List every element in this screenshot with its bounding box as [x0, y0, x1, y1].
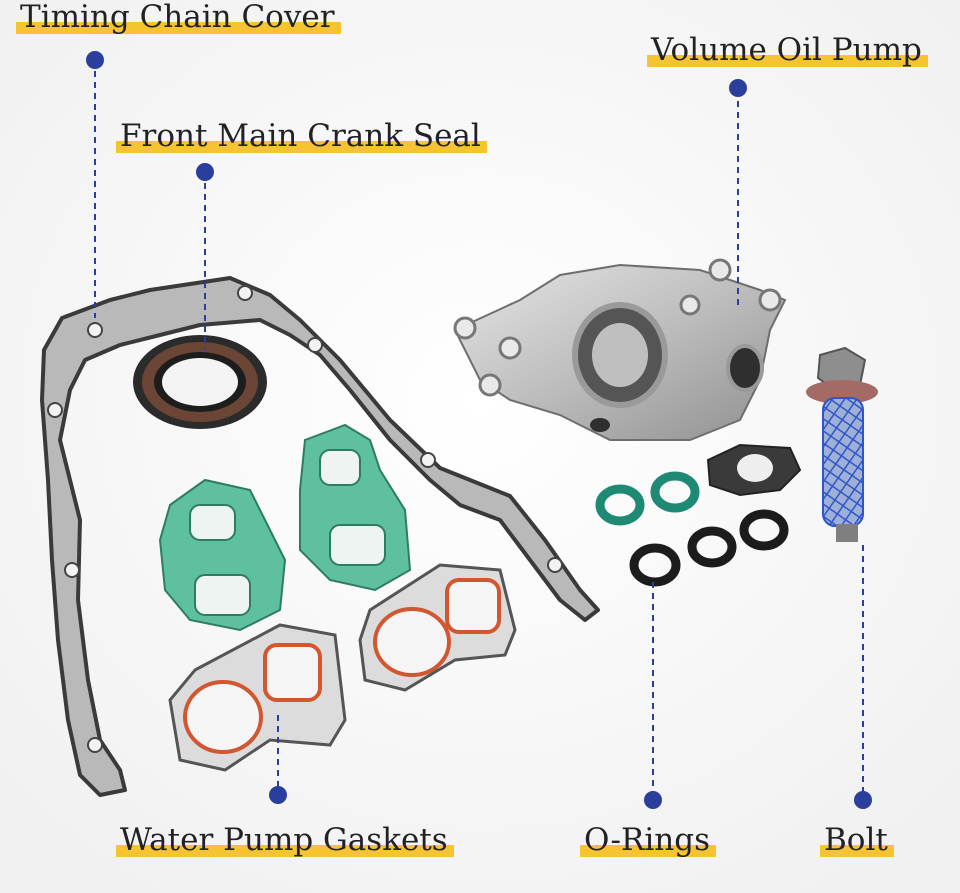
o-rings	[595, 471, 789, 587]
label-front-main-crank-seal: Front Main Crank Seal	[116, 119, 487, 153]
label-o-rings: O-Rings	[580, 823, 716, 857]
oil-pump-pickup-gasket	[706, 443, 802, 497]
label-volume-oil-pump: Volume Oil Pump	[647, 33, 928, 67]
timing-chain-cover-gasket	[40, 276, 600, 797]
label-bolt: Bolt	[820, 823, 894, 857]
front-main-crank-seal	[133, 335, 267, 429]
leader-lines	[94, 60, 864, 798]
bolt	[806, 346, 878, 542]
leader-dots	[86, 51, 872, 809]
label-timing-chain-cover: Timing Chain Cover	[16, 0, 341, 34]
label-water-pump-gaskets: Water Pump Gaskets	[116, 823, 454, 857]
water-pump-gaskets	[168, 563, 517, 772]
volume-oil-pump	[453, 258, 787, 441]
green-gaskets	[158, 423, 412, 632]
